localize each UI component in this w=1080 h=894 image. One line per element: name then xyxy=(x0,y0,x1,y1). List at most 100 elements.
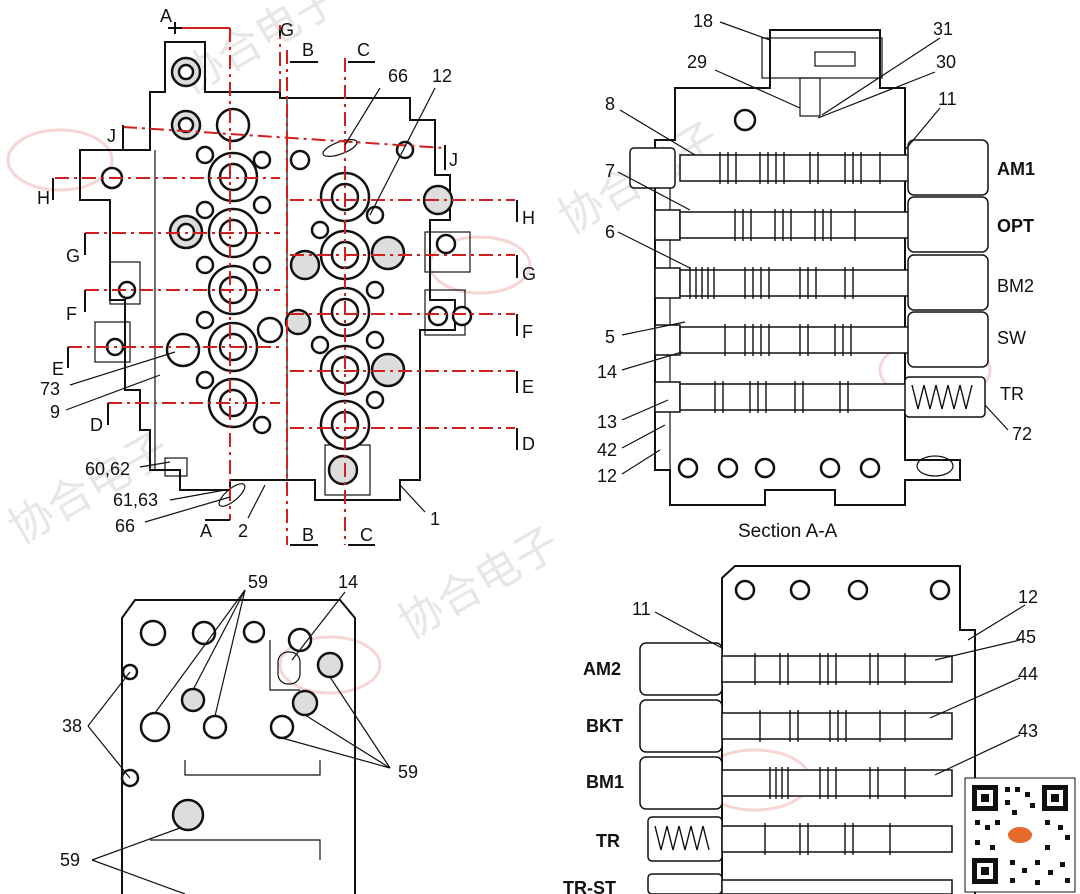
small-bolt xyxy=(310,220,330,240)
fitting-60-62 xyxy=(164,457,188,477)
callout-number: 8 xyxy=(605,94,615,114)
slot-66 xyxy=(218,483,246,507)
section-mark-label: E xyxy=(52,359,64,379)
bolt-head xyxy=(370,235,406,271)
section-body-outline xyxy=(654,29,961,506)
callout-number: 18 xyxy=(693,11,713,31)
section-mark-label: G xyxy=(280,20,294,40)
side-boss xyxy=(94,321,131,363)
spool-end-cap xyxy=(654,209,681,241)
callout-number: 6 xyxy=(605,222,615,242)
leader-line xyxy=(69,351,176,386)
leader-line xyxy=(154,589,246,714)
small-bolt xyxy=(195,370,215,390)
spool-end-cap xyxy=(654,267,681,299)
spool-row-tr-bottom xyxy=(647,816,953,862)
callout-number: 29 xyxy=(687,52,707,72)
relief-valve-18 xyxy=(761,37,883,79)
drain-fitting xyxy=(916,455,954,477)
mount-hole xyxy=(754,457,776,479)
callout-number: 13 xyxy=(597,412,617,432)
section-mark-label: G xyxy=(66,246,80,266)
callout-number: 60,62 xyxy=(85,459,130,479)
qr-code xyxy=(964,777,1076,893)
leader-line xyxy=(621,351,683,371)
section-mark-label: A xyxy=(200,521,212,541)
section-aa-view: 18 31 29 30 8 11 7 6 5 14 13 42 12 72 AM… xyxy=(597,11,1035,542)
small-bolt xyxy=(310,335,330,355)
spool-lands xyxy=(754,653,906,685)
spool-row-bm2 xyxy=(654,254,989,311)
bottom-right-valve-view: 11 12 45 44 43 AM2 BKT BM1 TR TR-ST xyxy=(563,565,1038,894)
leader-line xyxy=(654,611,723,649)
leader-line xyxy=(621,399,669,421)
leader-line xyxy=(621,424,666,449)
port-59 xyxy=(269,714,295,740)
callout-number: 14 xyxy=(597,362,617,382)
callout-number: 1 xyxy=(430,509,440,529)
spool-row-tr-st xyxy=(647,873,953,894)
leader-line xyxy=(904,107,941,151)
spool-body xyxy=(679,326,911,354)
callout-number: 38 xyxy=(62,716,82,736)
leader-line xyxy=(714,69,801,109)
spool-lands xyxy=(764,823,891,855)
callout-number: 12 xyxy=(432,66,452,86)
mount-hole xyxy=(734,579,756,601)
bolt-head xyxy=(327,454,359,486)
mount-hole xyxy=(819,457,841,479)
leader-line xyxy=(281,737,391,769)
spool-row-am1 xyxy=(629,139,989,196)
port-59 xyxy=(202,714,228,740)
spool-label-bm1: BM1 xyxy=(586,772,624,792)
small-bolt xyxy=(427,305,449,327)
callout-number: 31 xyxy=(933,19,953,39)
callout-number: 9 xyxy=(50,402,60,422)
leader-line xyxy=(619,109,696,156)
callout-number: 72 xyxy=(1012,424,1032,444)
section-mark-label: B xyxy=(302,525,314,545)
spool-body xyxy=(721,879,953,894)
spool-label-sw: SW xyxy=(997,328,1026,348)
section-caption: Section A-A xyxy=(738,521,838,542)
bottom-body-outline xyxy=(721,565,976,894)
section-mark-label: D xyxy=(522,434,535,454)
section-mark-label: H xyxy=(37,188,50,208)
small-bolt xyxy=(365,205,385,225)
callout-number: 59 xyxy=(398,762,418,782)
solenoid-bm1 xyxy=(639,756,723,810)
spool-label-am2: AM2 xyxy=(583,659,621,679)
port xyxy=(316,651,344,679)
small-bolt xyxy=(252,195,272,215)
callout-number: 66 xyxy=(115,516,135,536)
spool-body xyxy=(721,825,953,853)
section-line-j xyxy=(122,126,446,149)
spool-label-tr: TR xyxy=(596,831,620,851)
spool-label-opt: OPT xyxy=(997,216,1034,236)
section-mark-label: A xyxy=(160,6,172,26)
port xyxy=(215,107,251,143)
mount-hole xyxy=(717,457,739,479)
small-bolt xyxy=(435,233,457,255)
callout-number: 45 xyxy=(1016,627,1036,647)
callout-number: 14 xyxy=(338,572,358,592)
leader-line xyxy=(214,589,246,717)
mount-hole xyxy=(789,579,811,601)
small-bolt xyxy=(256,316,284,344)
leader-line xyxy=(934,639,1021,661)
small-bolt xyxy=(195,255,215,275)
callout-number: 42 xyxy=(597,440,617,460)
port-59 xyxy=(291,689,319,717)
leader-line xyxy=(821,37,941,116)
spool-row-sw xyxy=(654,311,989,368)
leader-line xyxy=(399,484,426,513)
callout-number: 7 xyxy=(605,161,615,181)
leader-line xyxy=(621,449,661,475)
section-arrow xyxy=(168,22,182,34)
section-mark-label: F xyxy=(522,322,533,342)
leader-line xyxy=(91,859,186,894)
callout-number: 12 xyxy=(1018,587,1038,607)
spring-cap xyxy=(647,873,723,894)
relief-valve-plug xyxy=(799,77,821,117)
leader-line xyxy=(192,589,246,691)
